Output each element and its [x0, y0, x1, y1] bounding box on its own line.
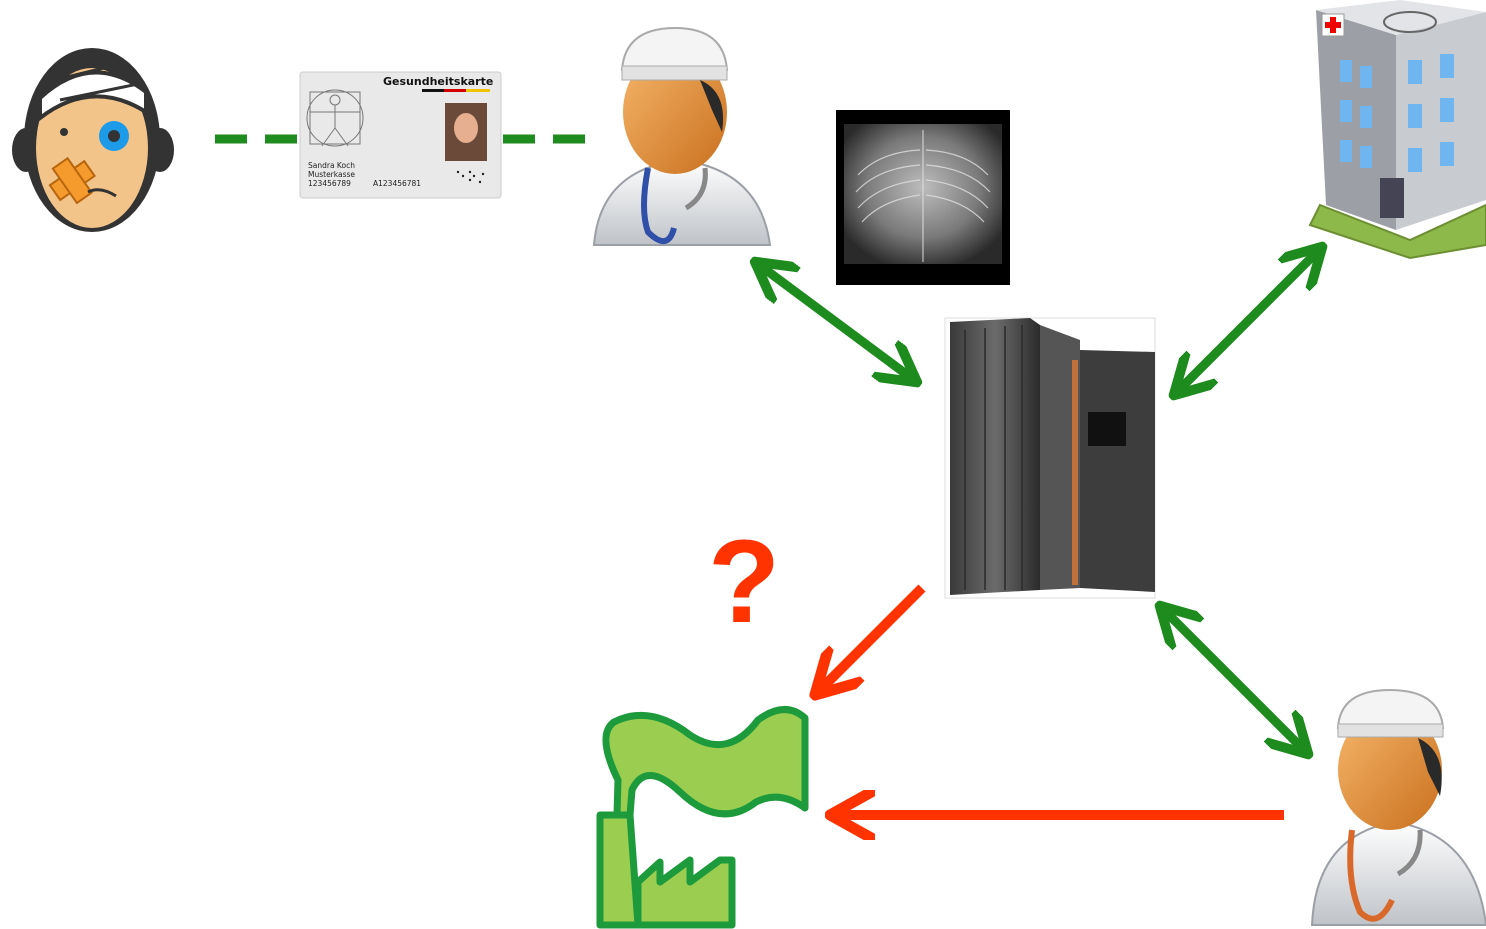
card-title: Gesundheitskarte	[383, 75, 493, 88]
arrow-server-doctor2	[1166, 612, 1302, 748]
health-card: Gesundheitskarte Sandra Koch Musterkasse…	[299, 71, 502, 199]
doctor-icon-2	[1310, 688, 1486, 926]
question-mark: ?	[708, 516, 780, 648]
arrow-server-factory	[822, 584, 926, 688]
arrow-doctor-server	[762, 267, 910, 377]
card-insurer: Musterkasse	[308, 170, 355, 179]
arrow-hospital-server	[1180, 253, 1316, 389]
card-name: Sandra Koch	[308, 161, 355, 170]
card-number: A123456781	[373, 179, 421, 188]
patient-icon	[12, 48, 174, 232]
doctor-icon	[592, 26, 772, 246]
hospital-icon	[1308, 0, 1486, 260]
xray-image	[836, 110, 1010, 285]
factory-icon	[596, 706, 809, 929]
braille-dots	[456, 170, 485, 184]
mainframe-server-icon	[944, 317, 1156, 599]
vitruvian-man-icon	[306, 89, 364, 147]
card-insured-number: 123456789	[308, 179, 351, 188]
